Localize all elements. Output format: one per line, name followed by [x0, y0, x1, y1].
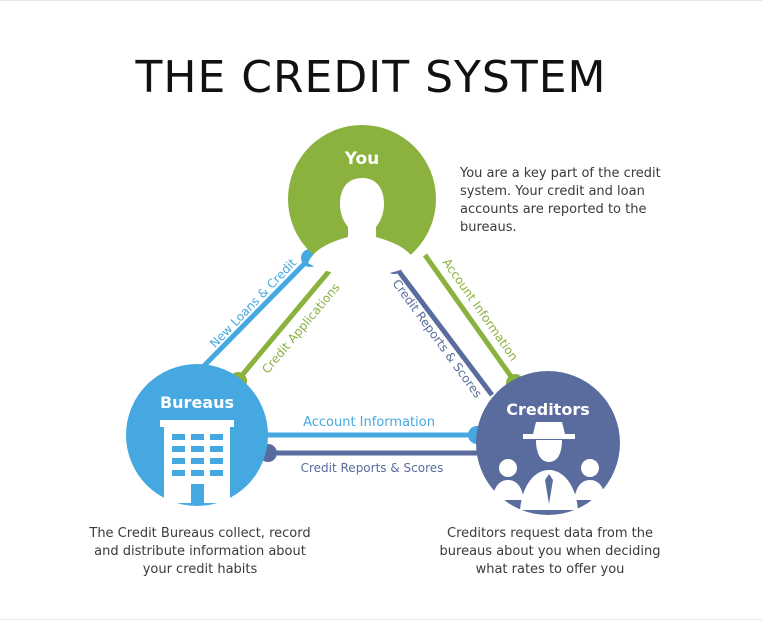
node-you: You [288, 125, 436, 276]
creditors-description: Creditors request data from the bureaus … [439, 526, 661, 577]
you-description: You are a key part of the credit system.… [460, 166, 661, 235]
link-label-account-info-bureaus: Account Information [303, 415, 435, 430]
you-label: You [344, 149, 380, 169]
link-label-credit-reports-bureaus: Credit Reports & Scores [301, 461, 444, 475]
bureaus-label: Bureaus [160, 393, 234, 412]
creditors-label: Creditors [506, 400, 589, 419]
node-creditors: Creditors [476, 371, 620, 515]
businessman-with-hat-icon [492, 422, 606, 510]
connector-new-loans [193, 256, 312, 377]
page-title: THE CREDIT SYSTEM [135, 52, 607, 103]
office-building-icon [160, 420, 234, 503]
connector-account-info-you [422, 253, 518, 384]
connector-credit-reports-you [392, 263, 494, 397]
bureaus-description: The Credit Bureaus collect, record and d… [89, 526, 311, 577]
connector-credit-applications [236, 268, 332, 382]
node-bureaus: Bureaus [126, 364, 268, 506]
person-silhouette-icon [308, 178, 416, 276]
